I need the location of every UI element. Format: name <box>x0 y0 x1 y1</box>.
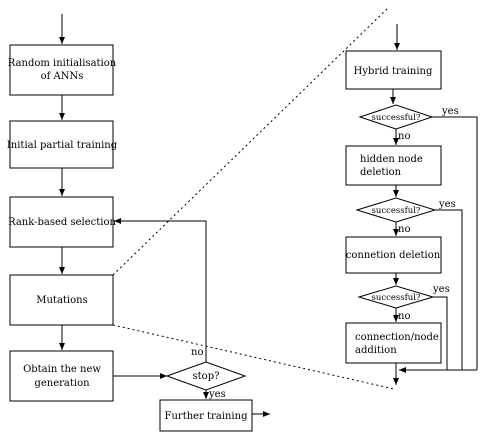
successful-label-1: successful? <box>371 113 420 123</box>
decision2-no-label: no <box>398 224 410 235</box>
init-box <box>9 44 114 96</box>
obtain-generation-box <box>9 350 114 402</box>
init-label-2: of ANNs <box>41 71 84 82</box>
mutations-box <box>9 274 114 326</box>
decision2-yes-line <box>435 209 463 370</box>
init-label-1: Random initialisation <box>8 58 117 69</box>
decision3-no-label: no <box>398 311 410 322</box>
obtain-label-1: Obtain the new <box>23 364 101 375</box>
hidden-node-deletion-box <box>345 145 442 186</box>
connection-deletion-box <box>345 236 442 274</box>
further-training-label: Further training <box>165 411 249 422</box>
hybrid-training-label: Hybrid training <box>354 66 433 77</box>
further-training-box <box>159 399 253 432</box>
decision1-no-label: no <box>398 131 410 142</box>
mutations-label: Mutations <box>36 295 87 306</box>
stop-decision-diamond <box>165 361 247 391</box>
decision2-yes-label: yes <box>438 199 456 210</box>
partial-training-label: Initial partial training <box>7 140 118 151</box>
stop-yes-label: yes <box>208 389 226 400</box>
partial-training-box <box>9 120 114 169</box>
zoom-line-top <box>112 7 389 276</box>
successful-label-2: successful? <box>371 206 420 216</box>
decision1-yes-label: yes <box>441 106 459 117</box>
connection-deletion-label: connetion deletion <box>346 250 441 261</box>
connection-node-addition-box <box>345 322 442 364</box>
stop-label: stop? <box>193 371 220 382</box>
addition-label-1: connection/node <box>355 332 439 343</box>
zoom-line-bottom <box>112 324 395 390</box>
rank-selection-label: Rank-based selection <box>8 217 116 228</box>
stop-no-loop-arrow <box>114 218 207 362</box>
decision3-yes-line <box>433 296 448 370</box>
hidden-label-2: deletion <box>360 167 402 178</box>
obtain-label-2: generation <box>34 378 90 389</box>
stop-no-label: no <box>191 347 203 358</box>
rank-selection-box <box>9 196 114 248</box>
addition-label-2: addition <box>355 345 397 356</box>
hidden-label-1: hidden node <box>360 154 423 165</box>
decision1-yes-line <box>432 116 478 370</box>
decision3-yes-label: yes <box>432 284 450 295</box>
successful-label-3: successful? <box>371 293 420 303</box>
